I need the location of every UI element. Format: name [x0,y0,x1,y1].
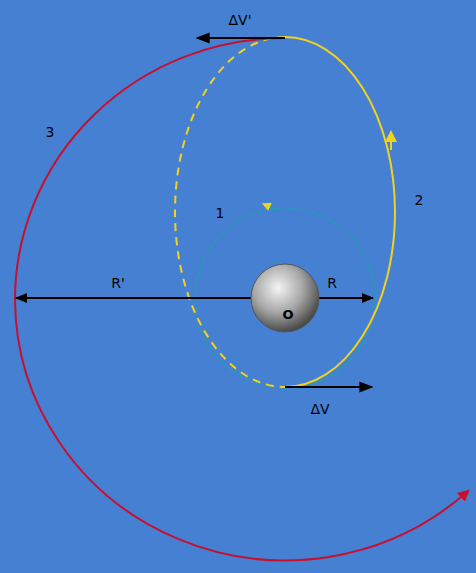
orbit-direction [266,205,275,209]
transfer-orbit-dashed [175,37,285,387]
final-orbit [15,38,468,560]
planet-body [251,264,319,332]
delta-v-arrow [197,37,285,39]
planet: O [250,263,320,333]
radius-dimension [16,297,282,299]
diagram-label: 2 [415,193,424,207]
transfer-direction [390,136,392,150]
diagram-label: R [327,276,337,290]
planet-shape [250,263,320,333]
diagram-label: ΔV [310,402,329,416]
diagram-label: R' [111,276,125,290]
delta-v-arrow [285,386,372,388]
diagram-label: ΔV' [228,13,251,27]
center-label: O [282,308,293,321]
transfer-orbit [285,37,395,387]
diagram-label: 3 [46,125,55,139]
diagram-label: 1 [216,206,225,220]
